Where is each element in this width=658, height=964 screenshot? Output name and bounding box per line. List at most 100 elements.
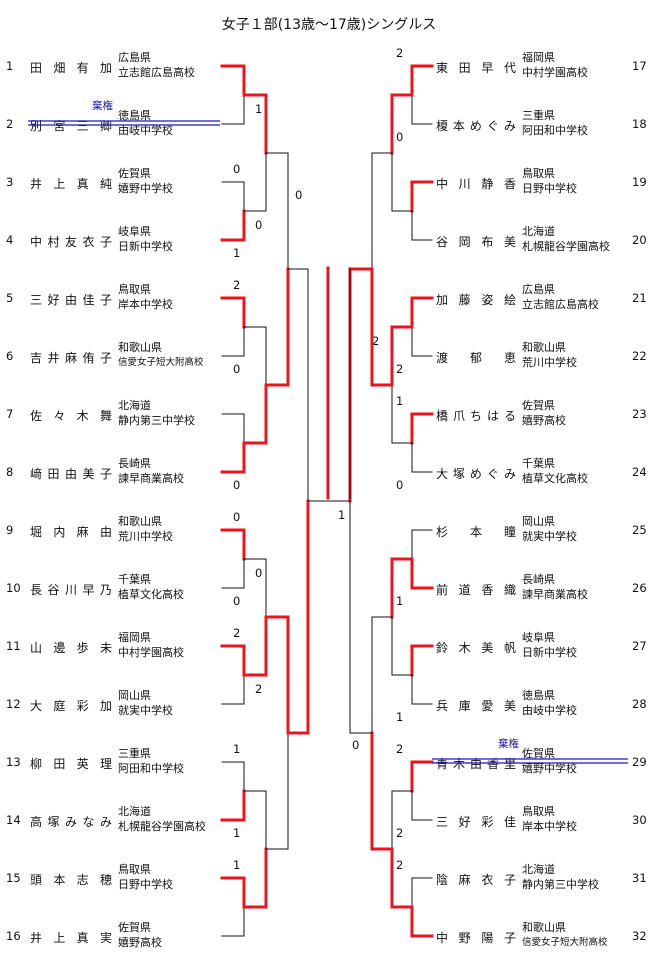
prefecture: 長崎県 xyxy=(522,573,555,586)
school: 札幌龍谷学園高校 xyxy=(522,240,610,253)
player-affiliation: 和歌山県荒川中学校 xyxy=(118,514,173,544)
player-affiliation: 佐賀県嬉野中学校 xyxy=(522,746,577,776)
player-name: 柳田英理 xyxy=(30,757,112,771)
player-name: 吉井麻侑子 xyxy=(30,351,112,365)
player-affiliation: 広島県立志館広島高校 xyxy=(118,50,195,80)
player-affiliation: 広島県立志館広島高校 xyxy=(522,282,599,312)
prefecture: 和歌山県 xyxy=(118,341,162,354)
match-score: 0 xyxy=(255,566,263,580)
prefecture: 岡山県 xyxy=(118,689,151,702)
player-seed: 2 xyxy=(6,117,14,131)
player-affiliation: 鳥取県岸本中学校 xyxy=(522,804,577,834)
prefecture: 北海道 xyxy=(522,225,555,238)
school: 岸本中学校 xyxy=(118,298,173,311)
player-affiliation: 佐賀県嬉野中学校 xyxy=(118,166,173,196)
player-seed: 19 xyxy=(632,175,647,189)
player-name: 井上真実 xyxy=(30,931,112,945)
player-affiliation: 岐阜県日新中学校 xyxy=(522,630,577,660)
player-name: 大庭彩加 xyxy=(30,699,112,713)
school: 日新中学校 xyxy=(118,240,173,253)
prefecture: 広島県 xyxy=(522,283,555,296)
player-seed: 12 xyxy=(6,697,21,711)
match-score: 1 xyxy=(233,826,241,840)
school: 立志館広島高校 xyxy=(118,66,195,79)
prefecture: 北海道 xyxy=(522,863,555,876)
match-score: 1 xyxy=(233,246,241,260)
player-seed: 30 xyxy=(632,813,647,827)
player-seed: 24 xyxy=(632,465,647,479)
school: 日新中学校 xyxy=(522,646,577,659)
prefecture: 広島県 xyxy=(118,51,151,64)
match-score: 0 xyxy=(233,478,241,492)
match-score: 0 xyxy=(233,594,241,608)
player-name: 堀内麻由 xyxy=(30,525,112,539)
player-affiliation: 鳥取県日野中学校 xyxy=(522,166,577,196)
match-score: 1 xyxy=(233,742,241,756)
player-seed: 15 xyxy=(6,871,21,885)
player-seed: 25 xyxy=(632,523,647,537)
player-name: 兵庫愛美 xyxy=(436,699,516,713)
match-score: 0 xyxy=(295,188,303,202)
player-affiliation: 北海道静内第三中学校 xyxy=(118,398,195,428)
player-name: 加藤姿絵 xyxy=(436,293,516,307)
player-name: 田畑有加 xyxy=(30,61,112,75)
prefecture: 千葉県 xyxy=(522,457,555,470)
match-score: 0 xyxy=(396,130,404,144)
prefecture: 北海道 xyxy=(118,805,151,818)
player-seed: 29 xyxy=(632,755,647,769)
school: 由岐中学校 xyxy=(522,704,577,717)
match-score: 2 xyxy=(372,334,380,348)
prefecture: 北海道 xyxy=(118,399,151,412)
player-seed: 11 xyxy=(6,639,21,653)
prefecture: 岐阜県 xyxy=(522,631,555,644)
player-seed: 18 xyxy=(632,117,647,131)
prefecture: 千葉県 xyxy=(118,573,151,586)
player-affiliation: 三重県阿田和中学校 xyxy=(118,746,184,776)
prefecture: 鳥取県 xyxy=(522,805,555,818)
school: 荒川中学校 xyxy=(522,356,577,369)
prefecture: 佐賀県 xyxy=(522,747,555,760)
player-affiliation: 福岡県中村学園高校 xyxy=(118,630,184,660)
school: 札幌龍谷学園高校 xyxy=(118,820,206,833)
player-seed: 23 xyxy=(632,407,647,421)
player-name: 﨑田由美子 xyxy=(30,467,112,481)
school: 植草文化高校 xyxy=(522,472,588,485)
match-score: 0 xyxy=(233,162,241,176)
player-name: 中村友衣子 xyxy=(30,235,112,249)
player-affiliation: 鳥取県日野中学校 xyxy=(118,862,173,892)
player-affiliation: 千葉県植草文化高校 xyxy=(118,572,184,602)
player-seed: 1 xyxy=(6,59,14,73)
player-affiliation: 北海道札幌龍谷学園高校 xyxy=(522,224,610,254)
player-name: 東田早代 xyxy=(436,61,516,75)
school: 阿田和中学校 xyxy=(522,124,588,137)
player-name: 中野陽子 xyxy=(436,931,516,945)
school: 嬉野高校 xyxy=(522,414,566,427)
player-name: 谷岡布美 xyxy=(436,235,516,249)
match-score: 1 xyxy=(396,710,404,724)
school: 日野中学校 xyxy=(118,878,173,891)
school: 嬉野高校 xyxy=(118,936,162,949)
prefecture: 福岡県 xyxy=(118,631,151,644)
player-affiliation: 長崎県諫早商業高校 xyxy=(118,456,184,486)
player-affiliation: 岐阜県日新中学校 xyxy=(118,224,173,254)
prefecture: 岐阜県 xyxy=(118,225,151,238)
match-score: 2 xyxy=(396,742,404,756)
player-seed: 7 xyxy=(6,407,14,421)
school: 中村学園高校 xyxy=(118,646,184,659)
prefecture: 鳥取県 xyxy=(118,283,151,296)
match-score: 1 xyxy=(338,508,346,522)
player-affiliation: 和歌山県荒川中学校 xyxy=(522,340,577,370)
prefecture: 福岡県 xyxy=(522,51,555,64)
match-score: 1 xyxy=(396,394,404,408)
player-seed: 32 xyxy=(632,929,647,943)
player-seed: 22 xyxy=(632,349,647,363)
match-score: 2 xyxy=(396,826,404,840)
player-affiliation: 長崎県諫早商業高校 xyxy=(522,572,588,602)
prefecture: 三重県 xyxy=(118,747,151,760)
match-score: 0 xyxy=(396,478,404,492)
prefecture: 佐賀県 xyxy=(118,921,151,934)
player-affiliation: 佐賀県嬉野高校 xyxy=(522,398,566,428)
player-name: 大塚めぐみ xyxy=(436,467,516,481)
school: 就実中学校 xyxy=(118,704,173,717)
prefecture: 佐賀県 xyxy=(522,399,555,412)
